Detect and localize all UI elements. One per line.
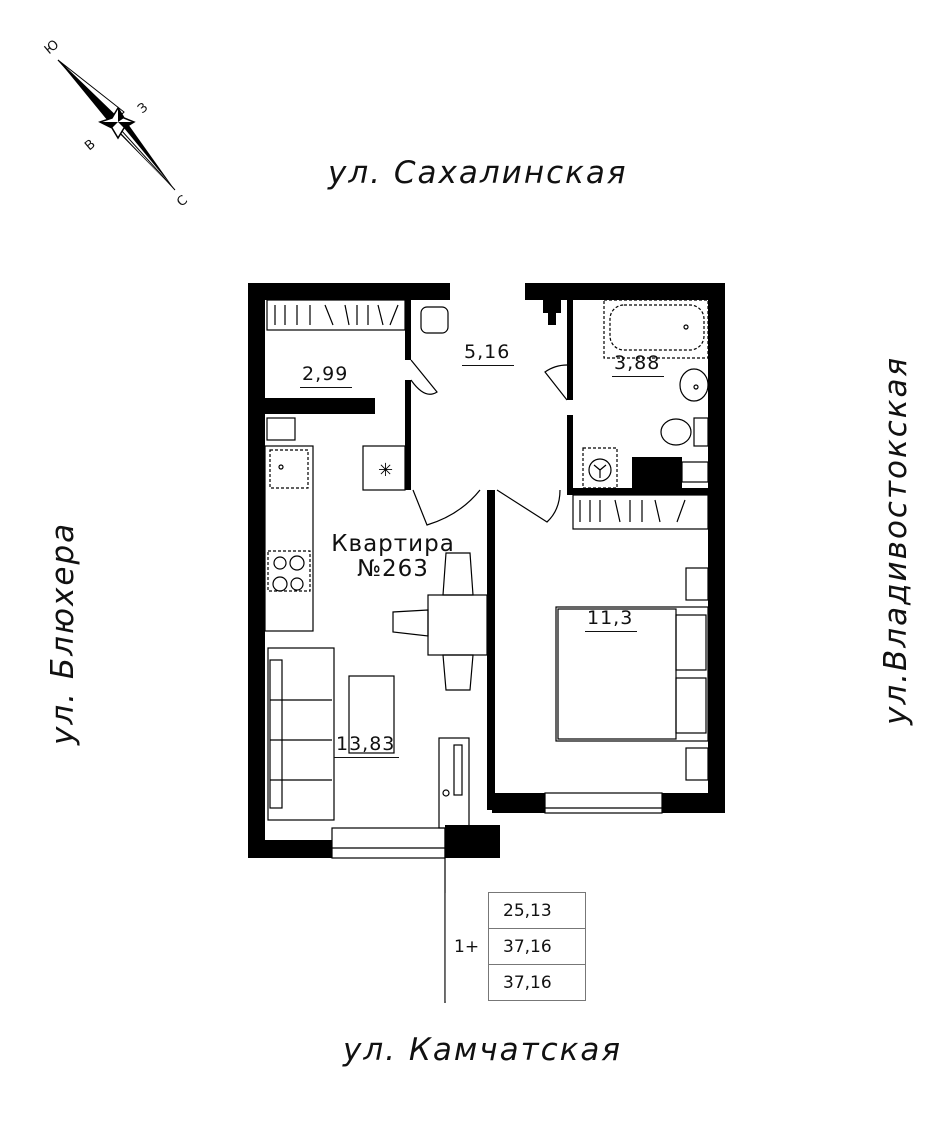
svg-text:✳: ✳ (378, 460, 393, 481)
room-area-storage: 2,99 (300, 364, 353, 388)
apartment-label: Квартира №263 (318, 532, 468, 582)
apartment-type: 1+ (445, 892, 489, 1001)
area-summary-table: 1+ 25,13 37,16 37,16 (445, 892, 586, 1001)
room-area-bathroom: 3,88 (612, 353, 665, 377)
street-south: ул. Камчатская (343, 1032, 623, 1068)
compass-rose (57, 59, 176, 191)
total-area-with-balcony: 37,16 (488, 964, 586, 1001)
room-area-kitchen-living: 13,83 (334, 734, 400, 758)
living-area: 25,13 (488, 892, 586, 929)
furniture: ✳ (264, 299, 709, 1003)
street-east: ул.Владивостокская (878, 355, 914, 725)
apartment-title: Квартира (331, 531, 455, 557)
room-area-hall: 5,16 (462, 342, 515, 366)
room-area-bedroom: 11,3 (585, 608, 638, 632)
apartment-number: №263 (357, 556, 429, 582)
street-north: ул. Сахалинская (328, 155, 628, 191)
street-west: ул. Блюхера (45, 521, 81, 745)
total-area: 37,16 (488, 928, 586, 965)
walls (248, 283, 725, 858)
